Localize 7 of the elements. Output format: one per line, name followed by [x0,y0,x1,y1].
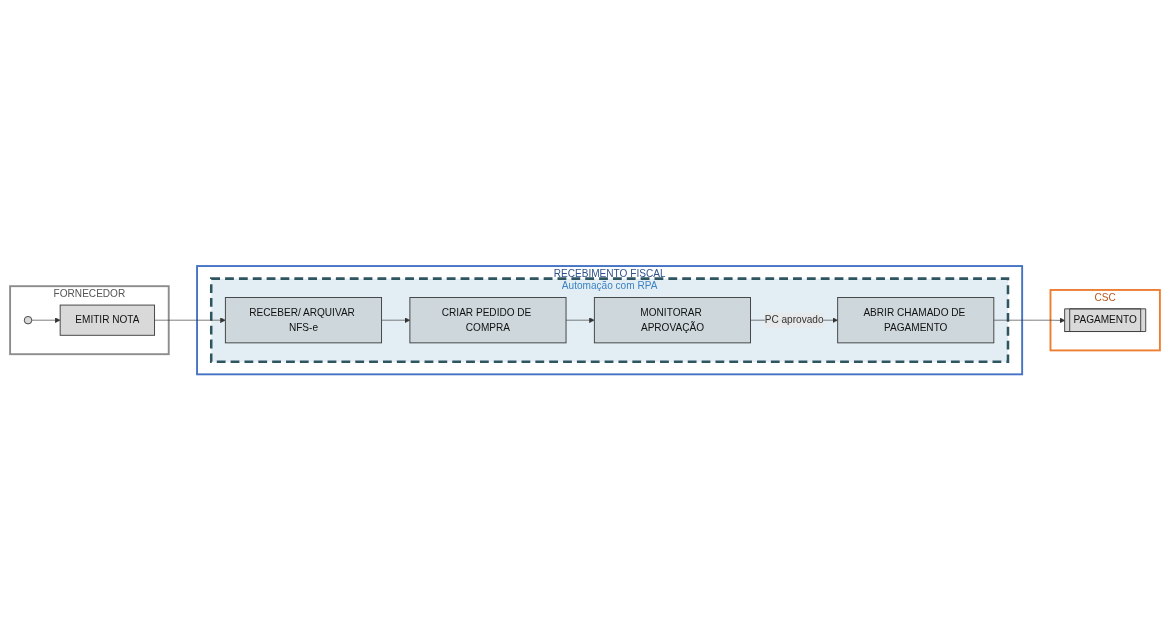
node-box: RECEBER/ ARQUIVAR NFS-e [224,297,382,344]
node-box: CRIAR PEDIDO DE COMPRA [408,297,566,344]
node-box: EMITIR NOTA [59,304,155,337]
node-circle [23,316,32,325]
edge-label: PC aprovado [764,314,823,326]
node-box: MONITORAR APROVAÇÃO [593,297,751,344]
node-box: ABRIR CHAMADO DE PAGAMENTO [836,297,994,344]
